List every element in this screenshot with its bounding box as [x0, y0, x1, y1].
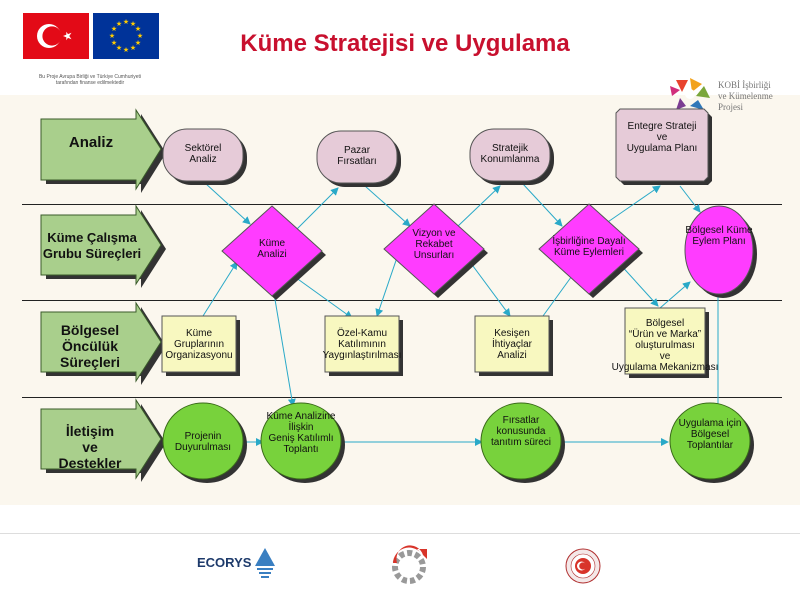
footer-bar [0, 533, 800, 601]
node-vizyon-rekabet [383, 203, 488, 298]
lane-separator [22, 397, 782, 398]
svg-text:★: ★ [135, 39, 141, 47]
node-isbirligi [538, 203, 643, 298]
svg-text:★: ★ [109, 32, 115, 40]
lane-label-iletisim: İletişim ve Destekler [58, 423, 122, 471]
node-projenin-duyurulmasi [162, 402, 247, 483]
svg-text:★: ★ [111, 39, 117, 47]
lane-arrow-analiz [40, 108, 166, 193]
kobi-logo-label: KOBİ İşbirliği ve Kümelenme Projesi [718, 80, 773, 112]
node-kume-analizine [260, 402, 345, 483]
svg-text:★: ★ [137, 32, 143, 40]
lane-separator [22, 300, 782, 301]
kobi-logo-icon [668, 76, 714, 117]
funding-note: Bu Proje Avrupa Birliği ve Türkiye Cumhu… [38, 74, 142, 86]
svg-text:★: ★ [123, 18, 129, 26]
svg-text:★: ★ [135, 25, 141, 33]
turkish-flag-icon [23, 13, 89, 64]
node-sektorel-analiz [162, 128, 247, 185]
node-kesisen [474, 315, 553, 376]
gear-logo-icon [387, 545, 431, 590]
node-kume-gruplari [161, 315, 240, 376]
svg-text:★: ★ [116, 44, 122, 52]
node-bolgesel-kume-eylem [684, 205, 757, 298]
lane-arrow-iletisim [40, 398, 166, 482]
node-firsatlar-konusunda [480, 402, 565, 483]
svg-text:★: ★ [116, 20, 122, 28]
node-ozel-kamu [324, 315, 403, 376]
lane-arrow-kume-calisma [40, 204, 166, 288]
ecorys-logo-label: ECORYS [197, 555, 252, 570]
eu-flag-icon: ★★★ ★★★ ★★★ ★★★ [93, 13, 159, 64]
svg-text:★: ★ [130, 44, 136, 52]
ecorys-logo-icon [255, 548, 275, 587]
node-pazar-firsatlari [316, 130, 401, 187]
ministry-seal-icon [565, 548, 601, 589]
lane-label-bolgesel: Bölgesel Öncülük Süreçleri [60, 322, 120, 370]
node-stratejik-konumlanma [469, 128, 554, 185]
lane-separator [22, 204, 782, 205]
page-title: Küme Stratejisi ve Uygulama [240, 30, 570, 57]
lane-label-analiz: Analiz [68, 134, 114, 151]
lane-label-kume-calisma: Küme Çalışma Grubu Süreçleri [42, 230, 142, 261]
svg-text:★: ★ [111, 25, 117, 33]
node-kume-analizi [221, 205, 326, 300]
node-uygulama-icin [669, 402, 754, 483]
node-urun-marka [624, 307, 709, 378]
svg-text:★: ★ [123, 46, 129, 54]
lane-arrow-bolgesel [40, 301, 166, 385]
node-entegre-strateji [615, 108, 712, 185]
svg-text:★: ★ [130, 20, 136, 28]
